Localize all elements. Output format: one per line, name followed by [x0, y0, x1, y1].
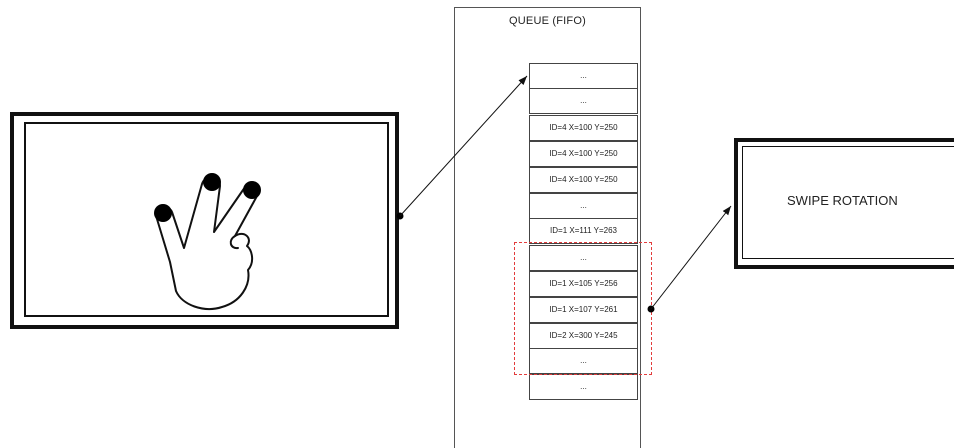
- touch-point-icon: [154, 204, 172, 222]
- screen-to-queue-arrow: [400, 76, 527, 216]
- queue-to-result-arrow: [651, 206, 731, 309]
- touch-point-icon: [203, 173, 221, 191]
- touch-point-icon: [243, 181, 261, 199]
- three-finger-hand-icon: [156, 177, 258, 309]
